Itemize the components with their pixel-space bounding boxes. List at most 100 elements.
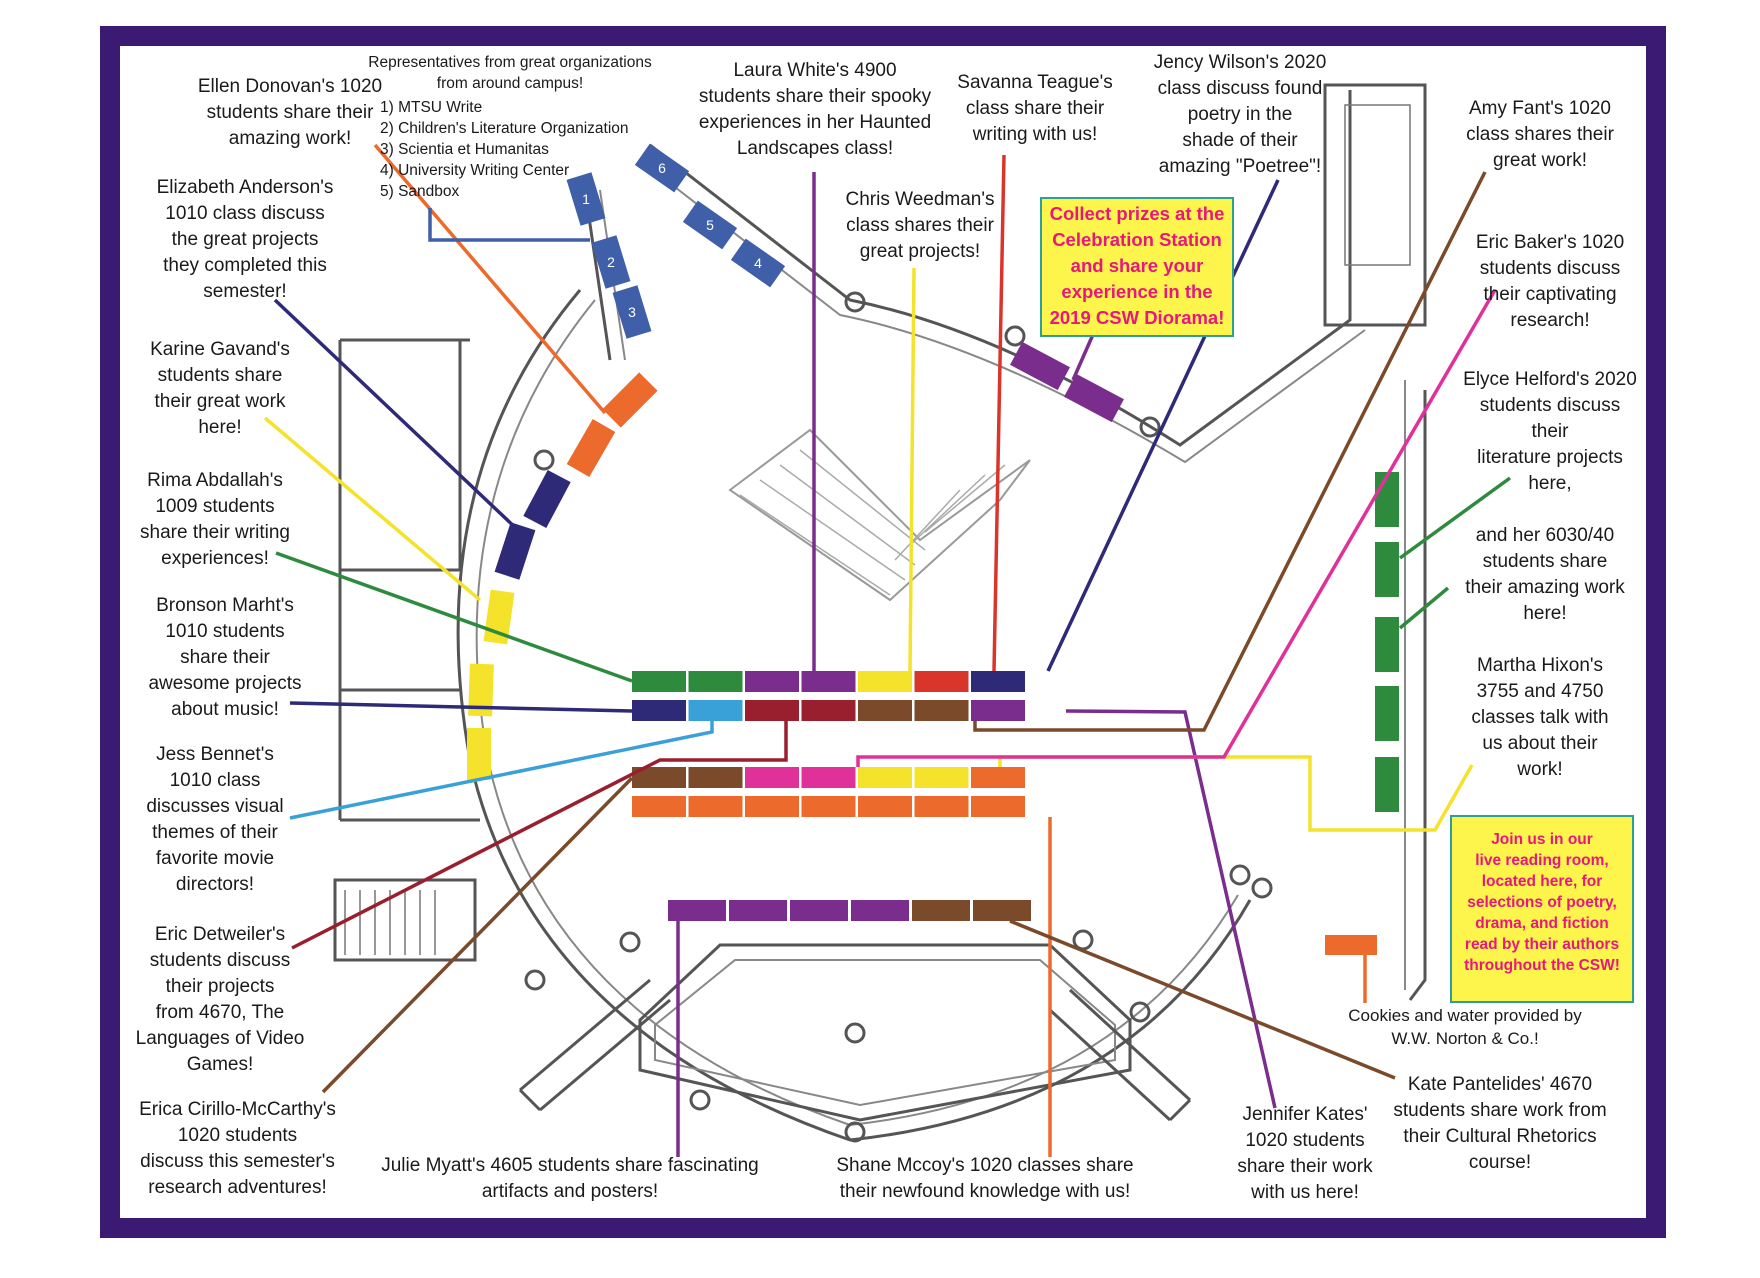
leader-line xyxy=(992,154,1006,672)
table-row4 xyxy=(858,796,912,817)
text-line: directors! xyxy=(175,874,255,895)
text-line: their projects xyxy=(165,976,275,997)
leader-line xyxy=(908,267,916,672)
table-east-green xyxy=(1375,542,1399,597)
org-table-number: 6 xyxy=(658,160,666,176)
representative-item: 1) MTSU Write xyxy=(380,99,483,116)
text-line: Languages of Video xyxy=(135,1028,305,1049)
leader-line xyxy=(1071,329,1097,381)
text-line: 1010 class discuss xyxy=(165,203,325,224)
stairwell-s203 xyxy=(1323,83,1427,327)
text-line: Kate Pantelides' 4670 xyxy=(1407,1074,1593,1095)
leader-line xyxy=(1065,709,1277,1109)
text-line: class shares their xyxy=(1466,124,1614,145)
table-south xyxy=(790,900,848,921)
representative-item: 4) University Writing Center xyxy=(380,162,570,179)
text-line: writing with us! xyxy=(972,124,1098,145)
text-line: drama, and fiction xyxy=(1475,915,1609,932)
text-line: Elyce Helford's 2020 xyxy=(1463,369,1637,390)
org-table xyxy=(566,172,606,226)
table-row1 xyxy=(914,671,969,692)
text-line: amazing "Poetree"! xyxy=(1158,156,1322,177)
table-south xyxy=(851,900,909,921)
leader-line xyxy=(1009,919,1396,1080)
table-south xyxy=(729,900,787,921)
label-julie-myatt: Julie Myatt's 4605 students share fascin… xyxy=(360,1153,780,1205)
text-line: students share their spooky xyxy=(698,86,932,107)
text-line: great projects! xyxy=(859,241,981,262)
text-line: Join us in our xyxy=(1491,831,1593,848)
table-row3 xyxy=(745,767,799,788)
text-line: share their writing xyxy=(140,522,290,543)
text-line: Elizabeth Anderson's xyxy=(156,177,334,198)
org-table-number: 5 xyxy=(706,217,714,233)
org-table xyxy=(730,238,786,288)
text-line: Ellen Donovan's 1020 xyxy=(197,76,383,97)
text-line: here! xyxy=(1523,603,1567,624)
text-line: Celebration Station xyxy=(1052,229,1222,250)
text-line: semester! xyxy=(203,281,287,302)
text-line: Landscapes class! xyxy=(736,138,894,159)
leader-line xyxy=(856,289,1497,767)
text-line: Eric Baker's 1020 xyxy=(1475,232,1625,253)
text-line: here, xyxy=(1528,473,1572,494)
text-line: awesome projects xyxy=(148,673,302,694)
text-line: themes of their xyxy=(152,822,278,843)
text-line: their great work xyxy=(154,391,286,412)
org-table xyxy=(591,235,631,289)
text-line: Karine Gavand's xyxy=(150,339,290,360)
org-table-number: 1 xyxy=(582,191,590,207)
table-row3 xyxy=(801,767,856,788)
table-reading-room xyxy=(1325,935,1377,955)
representative-item: 2) Children's Literature Organization xyxy=(380,120,629,137)
org-table-number: 3 xyxy=(628,304,636,320)
text-line: students share xyxy=(157,365,283,386)
leader-line xyxy=(321,776,634,1094)
text-line: with us here! xyxy=(1251,1182,1359,1203)
text-line: about music! xyxy=(171,699,279,720)
text-line: students share their xyxy=(206,102,374,123)
table-row4 xyxy=(914,796,969,817)
text-line: their Cultural Rhetorics xyxy=(1403,1126,1597,1147)
text-line: read by their authors xyxy=(1464,936,1620,953)
text-line: Collect prizes at the xyxy=(1049,203,1225,224)
text-line: Shane Mccoy's 1020 classes share xyxy=(836,1155,1134,1176)
text-line: and share your xyxy=(1070,255,1204,276)
text-line: Martha Hixon's xyxy=(1476,655,1604,676)
text-line: share their work xyxy=(1237,1156,1373,1177)
text-line: course! xyxy=(1468,1152,1532,1173)
text-line: discusses visual xyxy=(146,796,284,817)
table-north-purple xyxy=(1010,341,1070,391)
text-line: class shares their xyxy=(846,215,994,236)
representatives-title: Representatives from great organizations… xyxy=(368,54,652,92)
text-line: experience in the xyxy=(1061,281,1213,302)
text-line: Erica Cirillo-McCarthy's xyxy=(139,1099,336,1120)
text-line: shade of their xyxy=(1182,130,1298,151)
label-kate-pantelides: Kate Pantelides' 4670 students share work… xyxy=(1380,1072,1620,1176)
leader-line xyxy=(289,721,714,820)
table-row4 xyxy=(632,796,686,817)
text-line: literature projects xyxy=(1477,447,1623,468)
org-table xyxy=(682,200,738,250)
leader-line xyxy=(373,143,607,415)
text-line: class share their xyxy=(965,98,1105,119)
text-line: the great projects xyxy=(171,229,319,250)
text-line: students share work from xyxy=(1393,1100,1607,1121)
table-west-navy xyxy=(523,469,571,529)
west-offices xyxy=(338,338,480,822)
text-line: Games! xyxy=(186,1054,254,1075)
table-row3 xyxy=(914,767,969,788)
representative-item: 5) Sandbox xyxy=(380,183,460,200)
